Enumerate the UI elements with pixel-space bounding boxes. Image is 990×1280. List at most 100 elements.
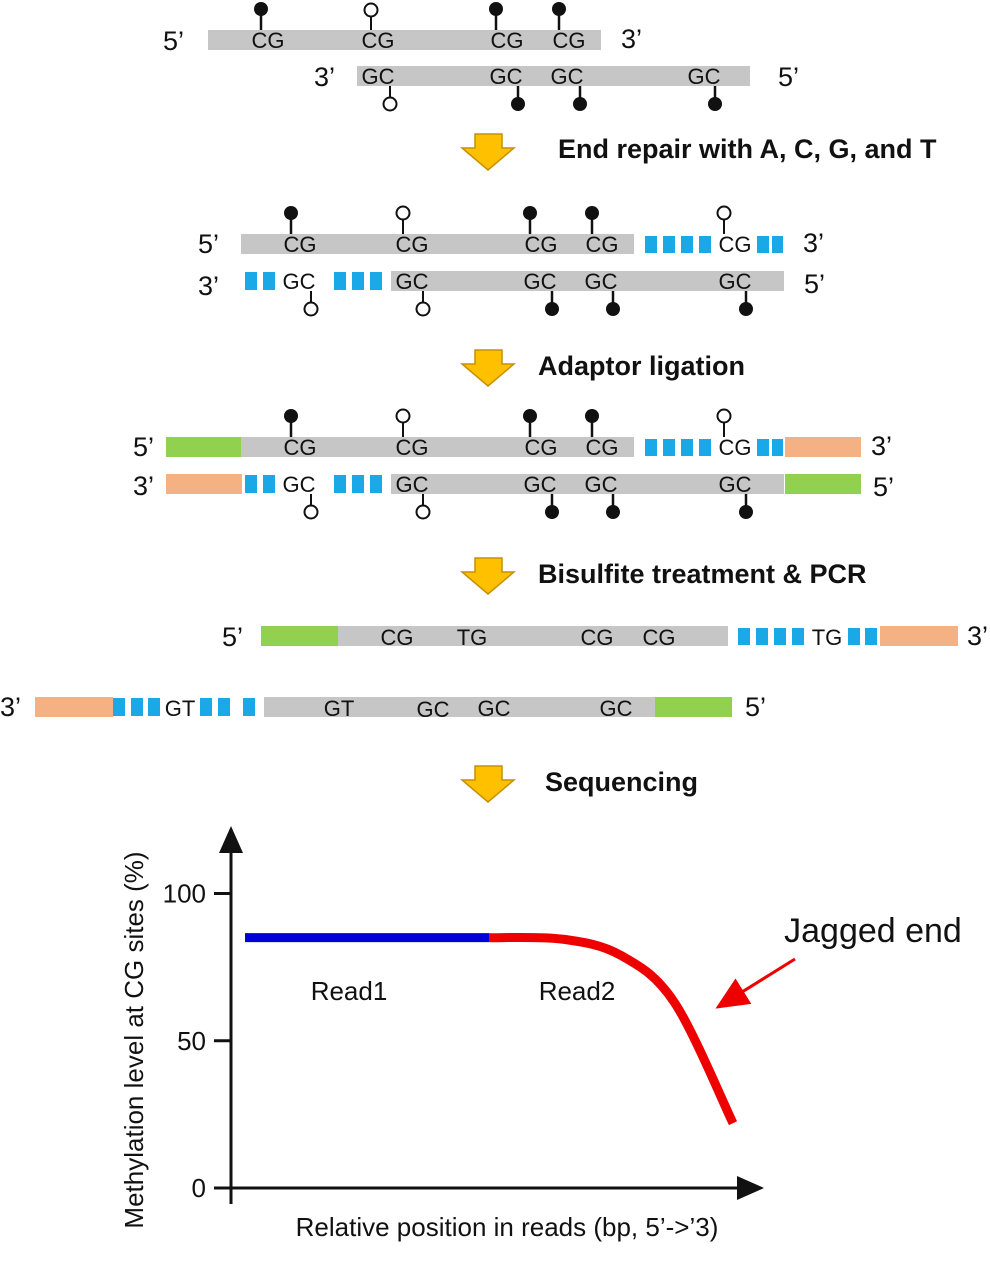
- site-cg: CG: [381, 625, 414, 650]
- step-label-end-repair: End repair with A, C, G, and T: [558, 134, 937, 164]
- y-ticks: 0 50 100: [163, 879, 231, 1203]
- fill-in-bases: [245, 272, 382, 290]
- methylated-gc-site: GC: [719, 269, 753, 316]
- dna-strand-bottom: [357, 66, 750, 86]
- site-tg: TG: [457, 625, 488, 650]
- svg-text:GC: GC: [362, 64, 395, 89]
- svg-text:CG: CG: [525, 232, 558, 257]
- stage-initial-fragment: 5’ 3’ 3’ 5’ CG CG CG CG GC: [163, 2, 799, 112]
- methylated-cg-site: CG: [284, 206, 317, 257]
- svg-text:GC: GC: [551, 64, 584, 89]
- fill-in-bases: [645, 236, 783, 253]
- methylated-gc-site: GC: [688, 64, 722, 111]
- end-label-3prime: 3’: [803, 228, 824, 258]
- methylated-gc-site: GC: [719, 472, 753, 519]
- svg-text:GC: GC: [524, 269, 557, 294]
- methylated-gc-site: GC: [490, 64, 525, 111]
- end-label-3prime: 3’: [133, 471, 154, 501]
- methylated-cg-site: CG: [523, 409, 558, 460]
- site-gc: GC: [600, 696, 633, 721]
- adaptor-peach: [35, 697, 113, 717]
- dna-strand-top: [241, 234, 634, 254]
- site-tg: TG: [812, 625, 843, 650]
- stage-end-repaired: 5’ 3’ 3’ 5’ CG CG: [198, 205, 825, 317]
- unmethylated-cg-site: CG: [716, 205, 752, 257]
- stage-adaptor-ligated: 5’ 3’ 3’ 5’ CG: [133, 408, 894, 520]
- unmethylated-cg-site: CG: [395, 205, 429, 257]
- methylated-cg-site: CG: [585, 409, 619, 460]
- svg-text:CG: CG: [396, 435, 429, 460]
- end-label-5prime: 5’: [222, 622, 243, 652]
- dna-strand-bottom: [391, 474, 784, 494]
- methylated-gc-site: GC: [551, 64, 587, 111]
- step-arrow: [459, 557, 517, 595]
- dna-strand-top: [241, 437, 634, 457]
- site-gt: GT: [165, 696, 196, 721]
- step-arrow: [459, 765, 517, 803]
- unmethylated-gc-site: GC: [396, 269, 431, 317]
- unmethylated-cg-site: CG: [362, 2, 395, 53]
- svg-text:CG: CG: [525, 435, 558, 460]
- methylated-gc-site: GC: [585, 472, 620, 519]
- dna-strand-top: [338, 626, 728, 646]
- end-label-5prime: 5’: [745, 692, 766, 722]
- site-gc: GC: [417, 697, 450, 722]
- svg-text:GC: GC: [490, 64, 523, 89]
- fill-in-bases: [245, 475, 382, 493]
- annotation-jagged-end: Jagged end: [784, 912, 962, 950]
- methylated-cg-site: CG: [552, 2, 586, 53]
- svg-text:GC: GC: [283, 472, 316, 497]
- end-label-5prime: 5’: [804, 269, 825, 299]
- svg-text:CG: CG: [719, 435, 752, 460]
- svg-text:GC: GC: [524, 472, 557, 497]
- series-line-read2: [488, 932, 738, 1126]
- end-label-5prime: 5’: [133, 432, 154, 462]
- fill-in-bases: [645, 439, 783, 456]
- methylated-gc-site: GC: [585, 269, 620, 316]
- end-label-5prime: 5’: [873, 472, 894, 502]
- dna-strand-bottom: [264, 697, 657, 717]
- y-tick-label: 100: [163, 879, 206, 909]
- svg-text:CG: CG: [284, 435, 317, 460]
- step-arrow: [459, 133, 517, 171]
- step-label-sequencing: Sequencing: [545, 767, 698, 797]
- step-label-bisulfite: Bisulfite treatment & PCR: [538, 559, 867, 589]
- svg-text:CG: CG: [586, 232, 619, 257]
- methylated-gc-site: GC: [524, 269, 559, 316]
- step-label-adaptor-ligation: Adaptor ligation: [538, 351, 745, 381]
- end-label-3prime: 3’: [967, 621, 988, 651]
- unmethylated-cg-site: CG: [395, 408, 429, 460]
- unmethylated-gc-site: GC: [362, 64, 398, 112]
- svg-text:CG: CG: [553, 28, 586, 53]
- adaptor-green: [785, 474, 861, 494]
- svg-text:GC: GC: [396, 472, 429, 497]
- site-cg: CG: [581, 625, 614, 650]
- end-label-5prime: 5’: [198, 229, 219, 259]
- methylated-cg-site: CG: [252, 2, 285, 53]
- stage-bisulfite-converted: 5’ CG TG CG CG TG 3’ 3’ GT GT: [0, 621, 988, 722]
- svg-text:GC: GC: [585, 269, 618, 294]
- svg-text:CG: CG: [284, 232, 317, 257]
- svg-text:GC: GC: [585, 472, 618, 497]
- y-tick-label: 0: [192, 1173, 206, 1203]
- unmethylated-gc-site: GC: [283, 269, 319, 317]
- svg-text:CG: CG: [586, 435, 619, 460]
- series-label-read2: Read2: [539, 976, 616, 1006]
- adaptor-green: [261, 626, 339, 646]
- svg-text:GC: GC: [688, 64, 721, 89]
- svg-text:CG: CG: [396, 232, 429, 257]
- site-gc: GC: [478, 696, 511, 721]
- x-axis-label: Relative position in reads (bp, 5’->’3): [296, 1212, 719, 1242]
- svg-text:GC: GC: [719, 472, 752, 497]
- adaptor-peach: [785, 437, 861, 457]
- unmethylated-gc-site: GC: [283, 472, 319, 520]
- y-tick-label: 50: [177, 1026, 206, 1056]
- end-label-3prime: 3’: [871, 431, 892, 461]
- unmethylated-cg-site: CG: [716, 408, 752, 460]
- unmethylated-gc-site: GC: [396, 472, 431, 520]
- methylated-cg-site: CG: [284, 409, 317, 460]
- site-gt: GT: [324, 696, 355, 721]
- methylated-cg-site: CG: [489, 2, 524, 53]
